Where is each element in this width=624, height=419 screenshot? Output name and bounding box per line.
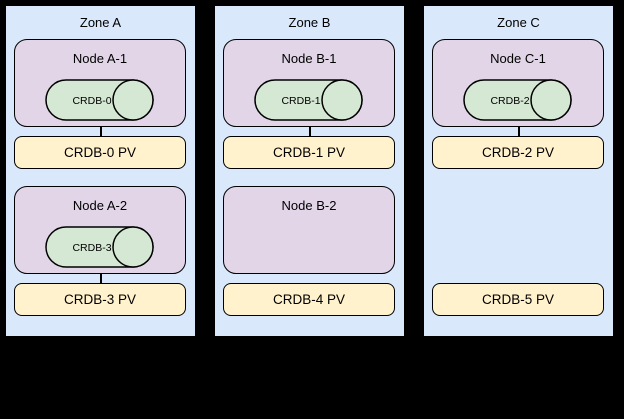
zone-title: Zone C [497, 15, 540, 30]
connector-line [308, 127, 311, 136]
database-cylinder-icon: CRDB-1 [254, 79, 363, 121]
node-title: Node C-1 [490, 51, 546, 66]
node-title: Node A-1 [72, 51, 128, 66]
connector-line [99, 127, 102, 136]
zone-c: Zone C Node C-1 CRDB-2 CRDB-2 PV CRDB-5 … [423, 5, 614, 337]
connector-line [517, 127, 520, 136]
pv-box: CRDB-0 PV [14, 136, 186, 169]
database-label: CRDB-0 [72, 95, 111, 107]
node-title: Node B-1 [281, 51, 337, 66]
pv-label: CRDB-3 PV [63, 292, 136, 307]
node-title: Node A-2 [72, 198, 128, 213]
pv-label: CRDB-5 PV [481, 292, 554, 307]
zone-title: Zone B [288, 15, 331, 30]
pv-box: CRDB-4 PV [223, 283, 395, 316]
zone-b: Zone B Node B-1 CRDB-1 CRDB-1 PV Node B-… [214, 5, 405, 337]
pv-box: CRDB-2 PV [432, 136, 604, 169]
database-label: CRDB-1 [281, 95, 320, 107]
node-c1: Node C-1 CRDB-2 [432, 39, 604, 127]
node-b2: Node B-2 [223, 186, 395, 274]
pv-label: CRDB-0 PV [63, 145, 136, 160]
database-label: CRDB-3 [72, 242, 111, 254]
database-label: CRDB-2 [490, 95, 529, 107]
pv-box: CRDB-1 PV [223, 136, 395, 169]
node-a1: Node A-1 CRDB-0 [14, 39, 186, 127]
pv-label: CRDB-2 PV [481, 145, 554, 160]
pv-box: CRDB-5 PV [432, 283, 604, 316]
pv-box: CRDB-3 PV [14, 283, 186, 316]
database-cylinder-icon: CRDB-2 [463, 79, 572, 121]
pv-label: CRDB-1 PV [272, 145, 345, 160]
zone-title: Zone A [79, 15, 122, 30]
pv-label: CRDB-4 PV [272, 292, 345, 307]
zone-a: Zone A Node A-1 CRDB-0 CRDB-0 PV Node A-… [5, 5, 196, 337]
connector-line [99, 274, 102, 283]
node-b1: Node B-1 CRDB-1 [223, 39, 395, 127]
database-cylinder-icon: CRDB-3 [45, 226, 154, 268]
database-cylinder-icon: CRDB-0 [45, 79, 154, 121]
node-title: Node B-2 [281, 198, 337, 213]
node-a2: Node A-2 CRDB-3 [14, 186, 186, 274]
